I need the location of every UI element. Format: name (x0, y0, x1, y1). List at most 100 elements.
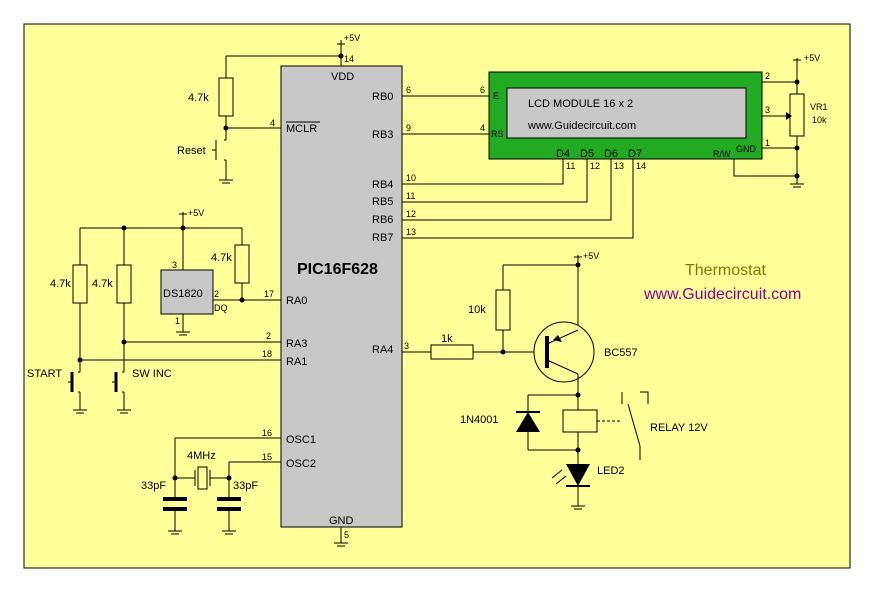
ra4-pin-number: 3 (404, 341, 409, 351)
lcd-d7-pin-number: 14 (636, 161, 646, 171)
c2-plate-top (217, 497, 241, 501)
vr1-supply-label: +5V (804, 53, 820, 63)
crystal-label: 4MHz (187, 450, 216, 462)
bc-supply-junction (575, 262, 581, 268)
led-ray-2 (555, 475, 567, 485)
dq-resistor-value: 4.7k (211, 252, 232, 264)
lcd-d4-label: D4 (556, 148, 570, 160)
mcu-rb7-label: RB7 (372, 232, 393, 244)
collector-junction (575, 392, 581, 398)
lcd-d5-label: D5 (580, 148, 594, 160)
lcd-d6-pin-number: 13 (614, 161, 624, 171)
rb6-pin-number: 12 (406, 209, 416, 219)
mcu-rb6-label: RB6 (372, 214, 393, 226)
relay-label: RELAY 12V (650, 422, 708, 434)
diode-label: 1N4001 (460, 414, 499, 426)
rb4-pin-number: 10 (406, 173, 416, 183)
pull-resistor-value: 10k (468, 304, 486, 316)
lcd-e-pin-number: 6 (480, 85, 485, 95)
vr1-name: VR1 (810, 102, 828, 112)
bc-supply-label: +5V (583, 251, 599, 261)
xtal-left-junction (172, 475, 178, 481)
ds1820-label: DS1820 (163, 288, 203, 300)
relay-contact-b (640, 391, 649, 404)
vr1-pin2: 2 (765, 71, 770, 81)
lcd-url: www.Guidecircuit.com (527, 120, 636, 132)
relay-coil (562, 409, 598, 433)
gnd-pin-number: 5 (344, 530, 349, 540)
rb7-d7-wire (402, 159, 634, 239)
lcd-d6-label: D6 (604, 148, 618, 160)
led-label: LED2 (597, 465, 625, 477)
mcu-osc2-label: OSC2 (286, 458, 316, 470)
vr1-wiper-arrow (786, 112, 792, 120)
mcu-ra4-label: RA4 (372, 344, 393, 356)
lcd-title: LCD MODULE 16 x 2 (528, 98, 633, 110)
mcu-ra3-label: RA3 (286, 338, 307, 350)
start-label: START (27, 368, 62, 380)
transistor-collector-leg (546, 359, 579, 375)
mcu-ra0-label: RA0 (286, 295, 307, 307)
lcd-rw-label: R/W (713, 149, 731, 159)
mcu-osc1-label: OSC1 (286, 434, 316, 446)
lcd-d4-pin-number: 11 (566, 161, 575, 171)
vr1-value: 10k (812, 115, 827, 125)
pull-resistor (495, 289, 511, 331)
vr1-pin1: 1 (765, 138, 770, 148)
swinc-label: SW INC (132, 368, 172, 380)
rb3-pin-number: 9 (406, 123, 411, 133)
xtal-body (197, 466, 208, 490)
thermostat-title: Thermostat (685, 262, 766, 279)
rb0-pin-number: 6 (406, 85, 411, 95)
ra3-pin-number: 2 (266, 331, 271, 341)
transistor-emitter-arrow (553, 335, 562, 342)
xtal-right-junction (226, 475, 232, 481)
base-resistor (430, 344, 474, 360)
vr1-pin3: 3 (765, 105, 770, 115)
vr1-resistor (789, 93, 805, 137)
transistor-label: BC557 (604, 347, 638, 359)
vdd-pin-number: 14 (344, 54, 354, 64)
ds-dq-label: DQ (214, 303, 228, 313)
c1-label: 33pF (141, 480, 166, 492)
mclr-pin-number: 4 (270, 118, 275, 128)
site-url: www.Guidecircuit.com (643, 286, 801, 303)
ds-supply-label: +5V (188, 208, 204, 218)
rb5-d5-wire (402, 159, 588, 203)
dq-resistor (234, 244, 250, 284)
mcu-vdd-label: VDD (331, 71, 354, 83)
lcd-rs-label: RS (491, 129, 504, 139)
mcu-rb3-label: RB3 (372, 129, 393, 141)
vr1-bottom-junction (794, 145, 800, 151)
rb4-d4-wire (402, 159, 564, 185)
reset-label: Reset (177, 145, 206, 157)
vdd-supply-label: +5V (344, 33, 360, 43)
mcu-rb5-label: RB5 (372, 196, 393, 208)
diode-body (516, 412, 540, 432)
transistor-body (533, 321, 595, 383)
mcu-ra1-label: RA1 (286, 356, 307, 368)
mclr-resistor (218, 77, 234, 117)
start-resistor (72, 264, 88, 304)
lcd-d7-label: D7 (628, 148, 642, 160)
rb6-d6-wire (402, 159, 612, 221)
led-body (566, 464, 590, 486)
ds-pin3: 3 (172, 260, 177, 270)
rb5-pin-number: 11 (406, 191, 415, 201)
led-junction (575, 447, 581, 453)
lcd-rw-gnd-wire (733, 159, 797, 177)
led-ray-1 (551, 469, 563, 479)
c1-plate-top (163, 497, 187, 501)
transistor-emitter-leg (546, 329, 579, 345)
ra1-pin-number: 18 (262, 349, 272, 359)
osc1-pin-number: 16 (262, 428, 272, 438)
start-resistor-value: 4.7k (50, 278, 71, 290)
mcu-rb4-label: RB4 (372, 179, 393, 191)
ds1820-body (160, 269, 214, 315)
base-resistor-value: 1k (441, 333, 453, 345)
mcu-gnd-label: GND (329, 515, 354, 527)
osc2-pin-number: 15 (262, 452, 272, 462)
dq-junction (239, 297, 245, 303)
lcd-gnd-junction (794, 173, 800, 179)
